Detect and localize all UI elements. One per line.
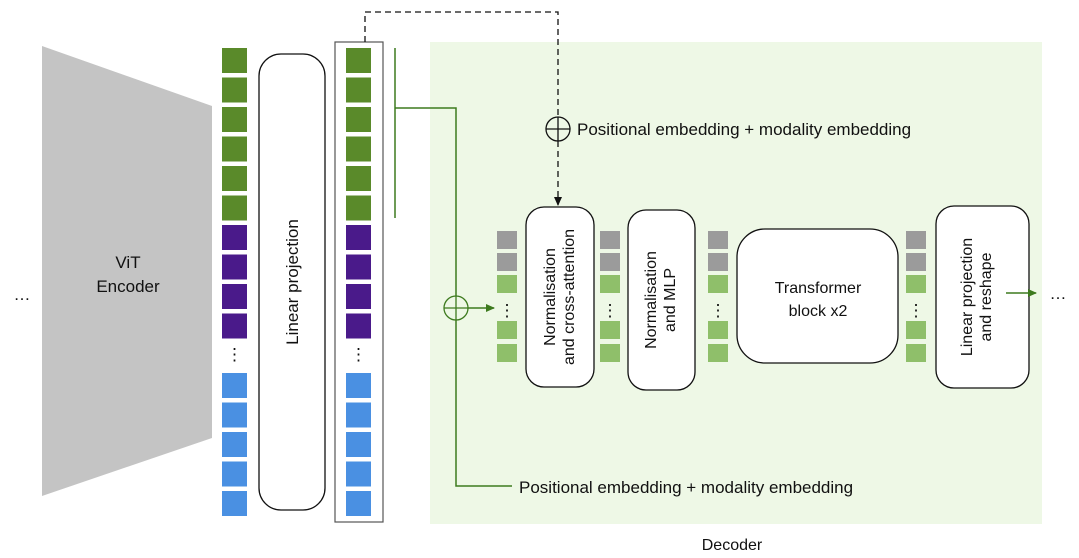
token-square bbox=[222, 432, 247, 457]
token-square bbox=[346, 284, 371, 309]
token-square bbox=[497, 253, 517, 271]
token-square bbox=[222, 313, 247, 339]
transformer-label-line1: Transformer bbox=[775, 280, 862, 297]
plus-circle-icon bbox=[443, 295, 469, 321]
token-square bbox=[222, 48, 247, 73]
token-square bbox=[600, 231, 620, 249]
vertical-ellipsis: ⋮ bbox=[350, 345, 367, 364]
output-projection-label-line1: Linear projection bbox=[959, 238, 976, 356]
token-square bbox=[906, 275, 926, 293]
token-square bbox=[222, 461, 247, 487]
token-square bbox=[346, 166, 371, 191]
mlp-block bbox=[627, 209, 696, 391]
bottom-embedding-label: Positional embedding + modality embeddin… bbox=[519, 478, 853, 497]
token-square bbox=[346, 48, 371, 73]
left-ellipsis: … bbox=[14, 285, 31, 304]
output-projection-block bbox=[935, 205, 1030, 389]
decoder-token-stacks: ⋮ ⋮ ⋮ ⋮ bbox=[497, 231, 926, 362]
token-square bbox=[906, 231, 926, 249]
token-square bbox=[222, 136, 247, 162]
output-projection-label-line2: and reshape bbox=[978, 252, 995, 341]
cross-attention-label-line2: and cross-attention bbox=[561, 229, 578, 365]
vertical-ellipsis: ⋮ bbox=[710, 301, 727, 320]
token-square bbox=[600, 275, 620, 293]
encoder-token-column: ⋮ bbox=[222, 48, 247, 516]
vertical-ellipsis: ⋮ bbox=[226, 345, 243, 364]
token-square bbox=[708, 275, 728, 293]
encoder-label-line1: ViT bbox=[115, 253, 140, 272]
right-ellipsis: … bbox=[1050, 284, 1067, 303]
token-square bbox=[222, 402, 247, 428]
token-square bbox=[600, 253, 620, 271]
linear-projection-label: Linear projection bbox=[283, 219, 302, 345]
token-square bbox=[906, 344, 926, 362]
token-square bbox=[346, 225, 371, 250]
top-embedding-label: Positional embedding + modality embeddin… bbox=[577, 120, 911, 139]
token-square bbox=[600, 344, 620, 362]
token-square bbox=[708, 344, 728, 362]
token-square bbox=[497, 275, 517, 293]
decoder-label: Decoder bbox=[702, 537, 763, 554]
token-square bbox=[346, 461, 371, 487]
token-square bbox=[222, 284, 247, 309]
token-square bbox=[497, 344, 517, 362]
transformer-block bbox=[736, 228, 899, 364]
token-square bbox=[222, 166, 247, 191]
vertical-ellipsis: ⋮ bbox=[908, 301, 925, 320]
token-square bbox=[346, 432, 371, 457]
token-square bbox=[346, 195, 371, 221]
vertical-ellipsis: ⋮ bbox=[602, 301, 619, 320]
linear-projection-box bbox=[258, 53, 326, 511]
mlp-label-line2: and MLP bbox=[662, 268, 679, 332]
token-square bbox=[346, 313, 371, 339]
token-square bbox=[906, 253, 926, 271]
token-square bbox=[222, 195, 247, 221]
token-square bbox=[346, 373, 371, 398]
transformer-label-line2: block x2 bbox=[789, 303, 848, 320]
plus-circle-icon bbox=[545, 116, 571, 142]
vertical-ellipsis: ⋮ bbox=[499, 301, 516, 320]
cross-attention-label-line1: Normalisation bbox=[542, 248, 559, 346]
projected-token-column: ⋮ bbox=[346, 48, 371, 516]
token-square bbox=[346, 77, 371, 103]
mlp-label-line1: Normalisation bbox=[643, 251, 660, 349]
vit-encoder-shape bbox=[42, 46, 212, 496]
token-square bbox=[708, 231, 728, 249]
token-square bbox=[346, 136, 371, 162]
token-square bbox=[346, 491, 371, 516]
token-square bbox=[600, 321, 620, 339]
token-square bbox=[346, 107, 371, 132]
token-square bbox=[497, 321, 517, 339]
token-square bbox=[708, 253, 728, 271]
token-square bbox=[222, 373, 247, 398]
token-square bbox=[222, 225, 247, 250]
token-square bbox=[346, 402, 371, 428]
token-square bbox=[222, 77, 247, 103]
token-square bbox=[222, 254, 247, 280]
token-square bbox=[222, 491, 247, 516]
token-square bbox=[222, 107, 247, 132]
projected-tokens-frame bbox=[334, 41, 384, 523]
token-square bbox=[906, 321, 926, 339]
top-dashed-connection bbox=[364, 11, 559, 116]
encoder-label-line2: Encoder bbox=[96, 277, 160, 296]
token-square bbox=[497, 231, 517, 249]
cross-attention-block bbox=[525, 206, 595, 388]
token-square bbox=[346, 254, 371, 280]
token-square bbox=[708, 321, 728, 339]
